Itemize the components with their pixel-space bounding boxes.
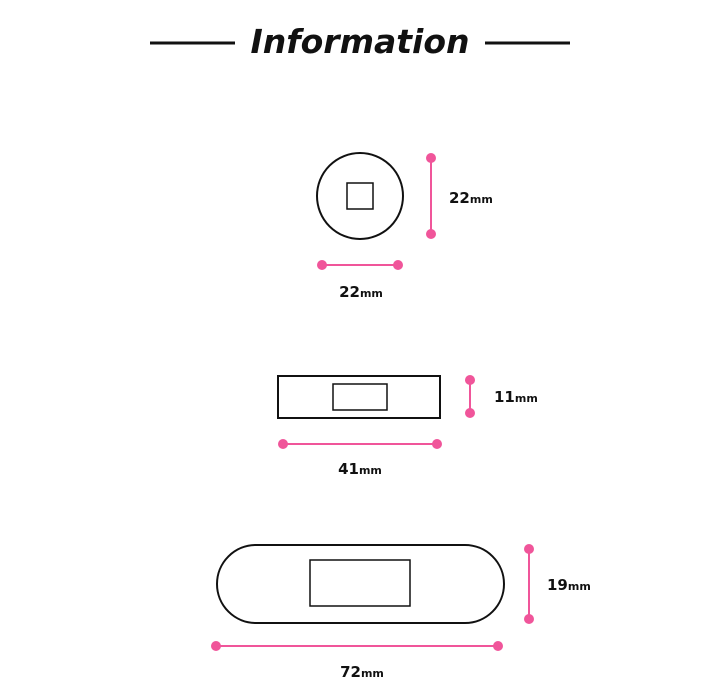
long-strip-outline	[216, 544, 505, 624]
small-rectangle-width-unit: mm	[359, 464, 382, 477]
small-rectangle-group: 11mm 41mm	[277, 375, 538, 478]
round-height-dot-bottom	[426, 229, 436, 239]
small-rectangle-height-value: 11	[494, 388, 515, 406]
round-width-dot-left	[317, 260, 327, 270]
long-strip-width-dot-right	[493, 641, 503, 651]
round-width-label: 22mm	[339, 283, 383, 301]
long-strip-height-dot-top	[524, 544, 534, 554]
small-rectangle-height-dot-top	[465, 375, 475, 385]
round-shape-window	[346, 182, 374, 210]
header: Information	[150, 22, 570, 61]
long-strip-window	[309, 559, 411, 607]
small-rectangle-width-dot-right	[432, 439, 442, 449]
small-rectangle-window	[332, 383, 388, 411]
round-width-value: 22	[339, 283, 360, 301]
long-strip-width-dot-left	[211, 641, 221, 651]
long-strip-height-value: 19	[547, 576, 568, 594]
small-rectangle-width-value: 41	[338, 460, 359, 478]
small-rectangle-height-unit: mm	[515, 392, 538, 405]
long-strip-width-value: 72	[340, 663, 361, 681]
round-shape-outline	[316, 152, 404, 240]
round-height-dimension: 22mm	[426, 153, 493, 239]
round-height-label: 22mm	[449, 189, 493, 207]
round-height-unit: mm	[470, 193, 493, 206]
long-strip-height-dimension: 19mm	[524, 544, 591, 624]
long-strip-width-dimension: 72mm	[211, 641, 503, 681]
long-strip-width-label: 72mm	[340, 663, 384, 681]
small-rectangle-outline	[277, 375, 441, 419]
long-strip-height-unit: mm	[568, 580, 591, 593]
small-rectangle-height-dot-bottom	[465, 408, 475, 418]
round-width-unit: mm	[360, 287, 383, 300]
page-title: Information	[251, 22, 470, 61]
round-height-value: 22	[449, 189, 470, 207]
long-strip-group: 19mm 72mm	[211, 544, 591, 681]
round-width-dot-right	[393, 260, 403, 270]
round-shape-group: 22mm 22mm	[316, 152, 493, 301]
long-strip-height-label: 19mm	[547, 576, 591, 594]
small-rectangle-width-label: 41mm	[338, 460, 382, 478]
long-strip-height-dot-bottom	[524, 614, 534, 624]
round-height-dot-top	[426, 153, 436, 163]
small-rectangle-width-dot-left	[278, 439, 288, 449]
small-rectangle-height-label: 11mm	[494, 388, 538, 406]
small-rectangle-height-dimension: 11mm	[465, 375, 538, 418]
round-width-dimension: 22mm	[317, 260, 403, 301]
small-rectangle-width-dimension: 41mm	[278, 439, 442, 478]
long-strip-width-unit: mm	[361, 667, 384, 680]
